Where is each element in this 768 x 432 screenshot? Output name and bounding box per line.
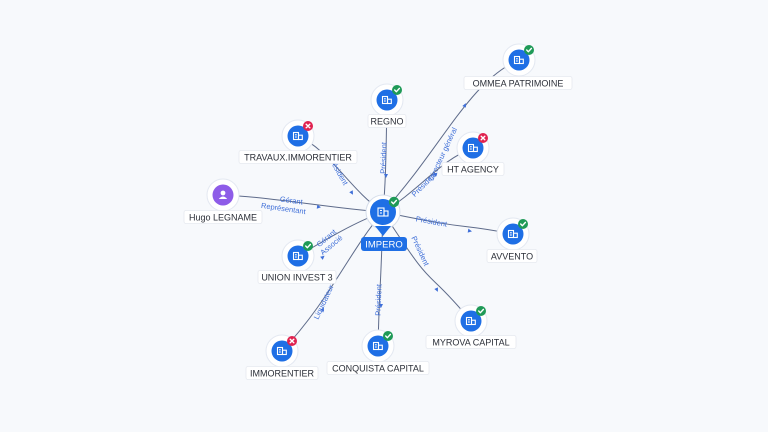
node-label: HT AGENCY xyxy=(447,165,499,175)
node-label-bg xyxy=(463,76,573,90)
edge-arrow-icon xyxy=(467,228,472,233)
edge-line xyxy=(281,211,384,352)
node-label: CONQUISTA CAPITAL xyxy=(332,364,424,374)
building-icon xyxy=(507,229,518,239)
edge-line xyxy=(382,211,514,235)
building-icon xyxy=(513,55,524,65)
node-label-bg xyxy=(425,335,517,349)
center-node[interactable]: IMPERO xyxy=(361,194,407,251)
node-label-bg xyxy=(245,366,319,380)
node-label-bg xyxy=(183,210,263,224)
building-icon xyxy=(381,95,392,105)
status-closed-icon xyxy=(303,121,313,131)
edge-line xyxy=(222,194,384,213)
center-pin-tip xyxy=(375,226,391,236)
edge-arrow-icon xyxy=(462,103,466,108)
building-icon xyxy=(292,131,303,141)
edge-line xyxy=(382,211,472,322)
node-label: IMMORENTIER xyxy=(250,369,314,379)
edge-myrova: Président xyxy=(382,211,472,322)
status-active-icon xyxy=(392,85,402,95)
edge-arrow-icon xyxy=(349,190,353,195)
building-icon xyxy=(467,143,478,153)
center-label-bg xyxy=(361,237,407,251)
edge-arrow-icon xyxy=(316,204,321,209)
node-label-bg xyxy=(367,114,407,128)
status-closed-icon xyxy=(287,336,297,346)
node-label-bg xyxy=(326,361,430,375)
node-ommea[interactable]: OMMEA PATRIMOINE xyxy=(463,43,573,90)
edge-label: Président xyxy=(373,283,383,316)
node-label: MYROVA CAPITAL xyxy=(432,338,509,348)
node-travaux[interactable]: TRAVAUX.IMMORENTIER xyxy=(238,119,358,164)
edge-avvento: Président xyxy=(382,211,514,235)
edge-label: Président xyxy=(409,235,431,268)
node-label: REGNO xyxy=(370,117,403,127)
node-immorentier[interactable]: IMMORENTIER xyxy=(245,334,319,380)
status-active-icon xyxy=(518,219,528,229)
center-label: IMPERO xyxy=(365,240,402,251)
edge-label: Président xyxy=(378,141,388,174)
node-regno[interactable]: REGNO xyxy=(367,83,407,128)
building-icon xyxy=(377,207,389,217)
edge-label: Président xyxy=(415,214,449,229)
center-node-circle xyxy=(370,199,396,225)
building-icon xyxy=(292,251,303,261)
node-label: AVVENTO xyxy=(491,252,533,262)
nodes-layer: REGNO OMMEA PATRIMOINE TRAVAUX.IMMORENTIER… xyxy=(183,43,573,380)
edge-arrow-icon xyxy=(320,255,325,260)
node-label-bg xyxy=(238,150,358,164)
edge-arrow-icon xyxy=(320,307,324,312)
edge-label: Liquidateur xyxy=(312,283,336,321)
edge-arrow-icon xyxy=(384,174,388,178)
person-icon xyxy=(218,190,228,199)
status-active-icon xyxy=(303,241,313,251)
node-conquista[interactable]: CONQUISTA CAPITAL xyxy=(326,329,430,375)
edge-label: Gérant xyxy=(279,194,304,206)
node-myrova[interactable]: MYROVA CAPITAL xyxy=(425,304,517,349)
node-label: Hugo LEGNAME xyxy=(189,213,257,223)
node-htagency[interactable]: HT AGENCY xyxy=(441,131,505,176)
edge-arrow-icon xyxy=(434,287,438,292)
building-icon xyxy=(276,346,287,356)
status-active-icon xyxy=(388,196,400,208)
status-active-icon xyxy=(383,331,393,341)
node-label-bg xyxy=(486,249,538,263)
node-avvento[interactable]: AVVENTO xyxy=(486,217,538,263)
node-label-bg xyxy=(257,270,337,284)
status-active-icon xyxy=(524,45,534,55)
node-label: TRAVAUX.IMMORENTIER xyxy=(244,153,352,163)
node-union[interactable]: UNION INVEST 3 xyxy=(257,239,337,284)
status-active-icon xyxy=(476,306,486,316)
node-label: OMMEA PATRIMOINE xyxy=(473,79,564,89)
edge-line xyxy=(382,59,520,213)
node-hugo[interactable]: Hugo LEGNAME xyxy=(183,178,263,224)
node-label-bg xyxy=(441,162,505,176)
edge-arrow-icon xyxy=(379,304,383,308)
status-closed-icon xyxy=(478,133,488,143)
building-icon xyxy=(465,316,476,326)
node-label: UNION INVEST 3 xyxy=(261,273,332,283)
edge-arrow-icon xyxy=(433,172,438,177)
building-icon xyxy=(372,341,383,351)
